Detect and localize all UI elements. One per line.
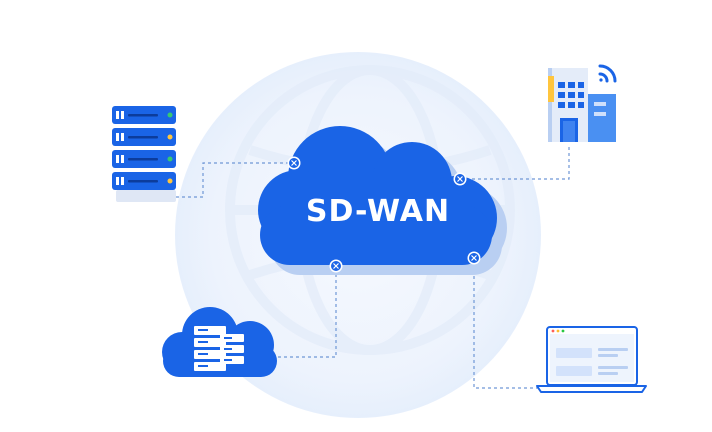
link-server-rack bbox=[176, 162, 294, 198]
link-building bbox=[460, 144, 570, 180]
network-node-icon bbox=[467, 251, 481, 265]
server-rack-icon bbox=[112, 106, 176, 202]
link-cloud-servers bbox=[278, 266, 337, 358]
server-unit bbox=[112, 106, 176, 124]
network-node-icon bbox=[287, 156, 301, 170]
network-node-icon bbox=[329, 259, 343, 273]
server-unit bbox=[112, 172, 176, 190]
sdwan-label: SD-WAN bbox=[305, 194, 451, 229]
wifi-icon bbox=[598, 64, 617, 83]
server-unit bbox=[112, 128, 176, 146]
links bbox=[176, 144, 570, 389]
connector-nodes bbox=[287, 156, 481, 273]
sdwan-cloud bbox=[258, 126, 507, 275]
network-node-icon bbox=[453, 172, 467, 186]
link-laptop bbox=[473, 258, 540, 389]
cloud-server-icon bbox=[162, 307, 277, 377]
server-unit bbox=[112, 150, 176, 168]
laptop-icon bbox=[536, 326, 647, 393]
building-wifi-icon bbox=[548, 64, 617, 142]
